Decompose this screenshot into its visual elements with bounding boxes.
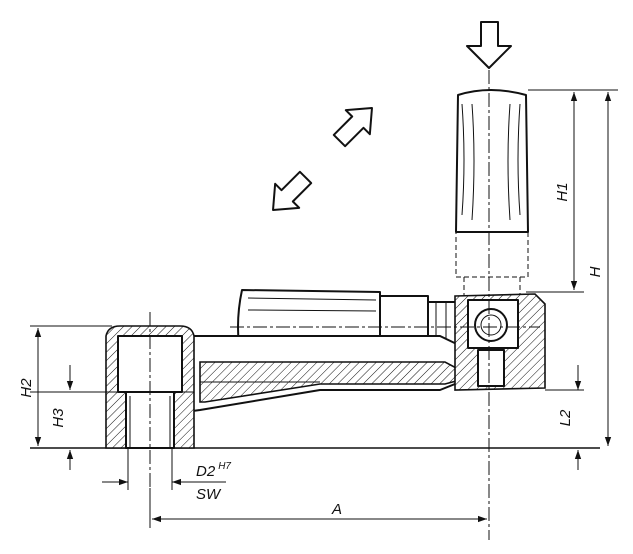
pivot-block (454, 293, 546, 391)
crank-arm (184, 335, 466, 413)
arrow-down-icon (466, 21, 512, 69)
label-l2: L2 (557, 409, 574, 426)
arrow-up-right-icon (332, 107, 373, 148)
label-h: H (587, 266, 604, 277)
handle-upright (455, 89, 529, 296)
label-a: A (331, 501, 342, 518)
label-d2-tolerance: H7 (218, 461, 231, 472)
label-h2: H2 (18, 378, 35, 398)
label-h3: H3 (50, 408, 67, 428)
label-h1: H1 (554, 182, 571, 201)
arrow-down-left-icon (272, 170, 313, 211)
label-d2-main: D2 (196, 463, 216, 480)
label-sw: SW (196, 486, 222, 503)
